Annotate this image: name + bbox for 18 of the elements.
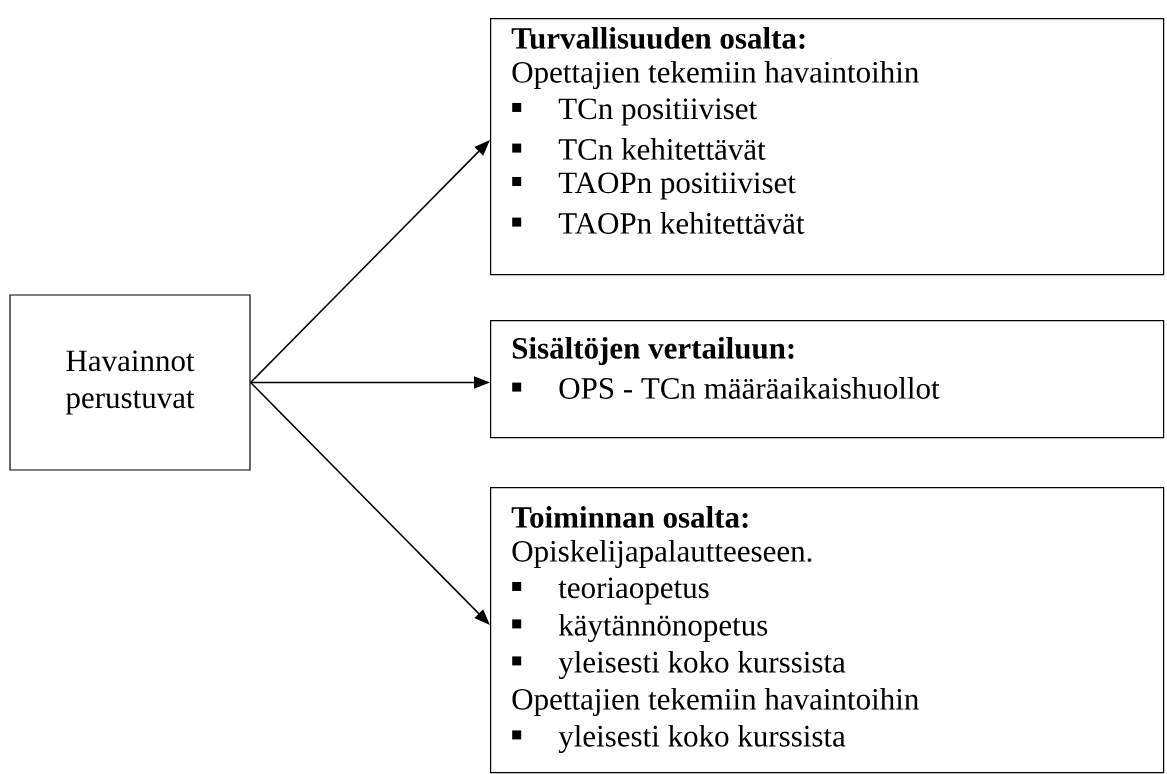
bullet-item: OPS - TCn määräaikaishuollot: [512, 377, 940, 399]
bullet-item: teoriaopetus: [512, 577, 709, 605]
heading: Toiminnan osalta:: [511, 506, 748, 528]
heading: Sisältöjen vertailuun:: [512, 336, 794, 366]
text-line: Opiskelijapalautteeseen.: [512, 539, 812, 569]
text-line: Opettajien tekemiin havaintoihin: [512, 60, 919, 90]
arrow: [249, 140, 490, 384]
text-box: Havainnot perustuvat: [9, 294, 251, 471]
bullet-item: TCn positiiviset: [512, 98, 757, 126]
bullet-item: käytännönopetus: [512, 613, 768, 643]
text-line: Opettajien tekemiin havaintoihin: [512, 687, 919, 717]
bullet-item: yleisesti koko kurssista: [512, 650, 846, 680]
heading: Turvallisuuden osalta:: [511, 27, 805, 49]
bullet-item: TCn kehitettävät: [512, 138, 766, 160]
bullet-item: TAOPn kehitettävät: [512, 212, 805, 234]
bullet-item: yleisesti koko kurssista: [512, 724, 846, 754]
bullet-item: TAOPn positiiviset: [512, 172, 796, 200]
arrow: [249, 381, 490, 625]
